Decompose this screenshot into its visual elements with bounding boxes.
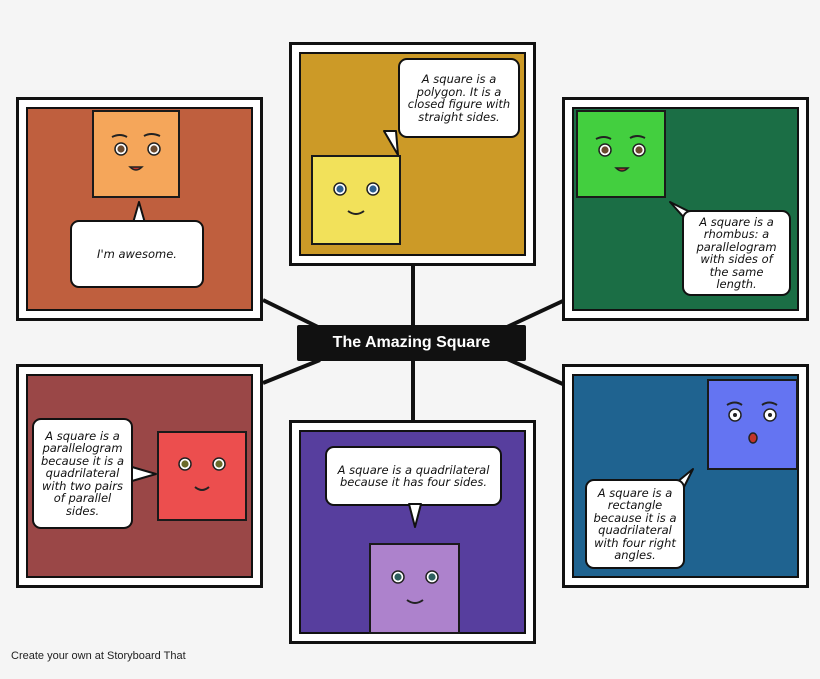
panel-yellow: A square is a polygon. It is a closed fi… — [289, 42, 536, 266]
footer-credit: Create your own at Storyboard That — [11, 650, 186, 662]
orange-square-character — [92, 110, 180, 198]
face-icon — [391, 570, 439, 604]
panel-blue: A square is a rectangle because it is a … — [562, 364, 809, 588]
speech-bubble-tail — [131, 466, 157, 482]
diagram-title: The Amazing Square — [297, 325, 526, 361]
red-square-character — [157, 431, 247, 521]
face-icon — [595, 135, 646, 172]
panel-green: A square is a rhombus: a parallelogram w… — [562, 97, 809, 321]
panel-red: A square is a parallelogram because it i… — [16, 364, 263, 588]
speech-bubble-orange: I'm awesome. — [70, 220, 204, 288]
speech-bubble-blue: A square is a rectangle because it is a … — [585, 479, 685, 569]
blue-square-character — [707, 379, 798, 470]
yellow-square-character — [311, 155, 401, 245]
face-icon — [726, 401, 778, 444]
face-icon — [111, 133, 161, 171]
speech-bubble-green: A square is a rhombus: a parallelogram w… — [682, 210, 791, 296]
panel-orange: I'm awesome. — [16, 97, 263, 321]
speech-bubble-red: A square is a parallelogram because it i… — [32, 418, 133, 529]
panel-purple: A square is a quadrilateral because it h… — [289, 420, 536, 644]
green-square-character — [576, 110, 666, 198]
purple-square-character — [369, 543, 460, 634]
speech-bubble-purple: A square is a quadrilateral because it h… — [325, 446, 502, 506]
speech-bubble-tail — [408, 503, 422, 528]
face-icon — [333, 182, 380, 215]
face-icon — [178, 457, 226, 491]
speech-bubble-yellow: A square is a polygon. It is a closed fi… — [398, 58, 520, 138]
speech-bubble-tail — [383, 130, 399, 156]
